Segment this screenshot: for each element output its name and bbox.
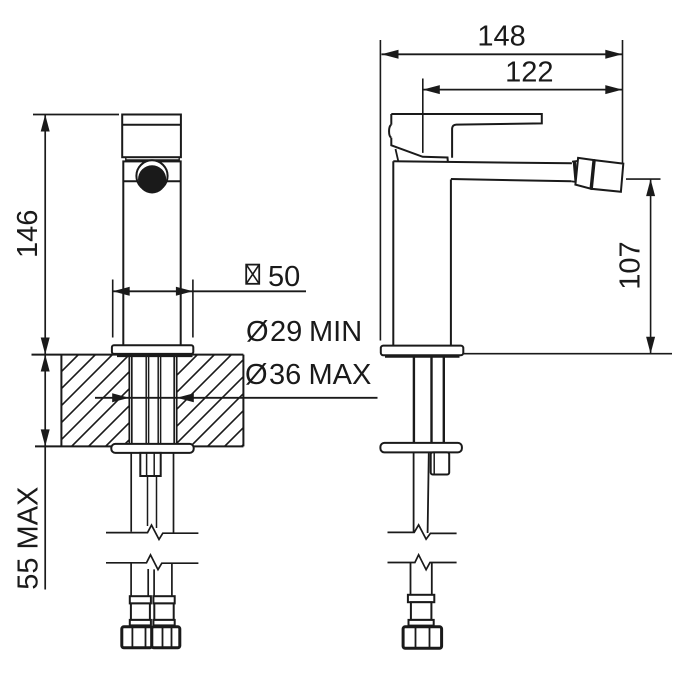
svg-text:107: 107 (615, 241, 647, 289)
svg-text:148: 148 (477, 21, 525, 53)
svg-text:122: 122 (505, 57, 553, 89)
svg-text:55 MAX: 55 MAX (13, 487, 45, 590)
svg-text:50: 50 (268, 261, 300, 293)
svg-text:146: 146 (12, 210, 44, 258)
